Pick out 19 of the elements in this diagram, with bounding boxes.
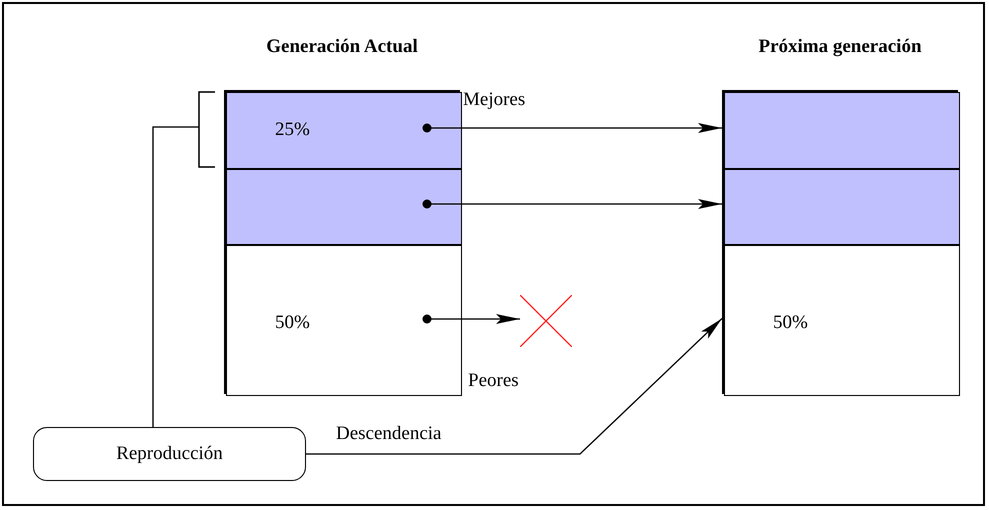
labeled-arrow — [306, 318, 722, 455]
arrow — [422, 123, 722, 133]
population-segment — [226, 169, 462, 245]
process-box: Reproducción — [33, 427, 306, 481]
discard-icon — [520, 295, 572, 347]
population-segment — [226, 245, 462, 396]
percentage-label: 50% — [773, 312, 808, 334]
population-segment — [724, 169, 960, 245]
population-segment — [724, 245, 960, 396]
arrow — [422, 314, 520, 324]
column-heading: Próxima generación — [758, 36, 922, 58]
rank-label: Peores — [468, 370, 519, 392]
arrow — [422, 199, 722, 209]
percentage-label: 25% — [275, 119, 310, 141]
rank-label: Mejores — [463, 89, 526, 111]
column-heading: Generación Actual — [266, 36, 418, 58]
percentage-label: 50% — [275, 312, 310, 334]
population-segment — [226, 92, 462, 169]
population-segment — [724, 92, 960, 169]
